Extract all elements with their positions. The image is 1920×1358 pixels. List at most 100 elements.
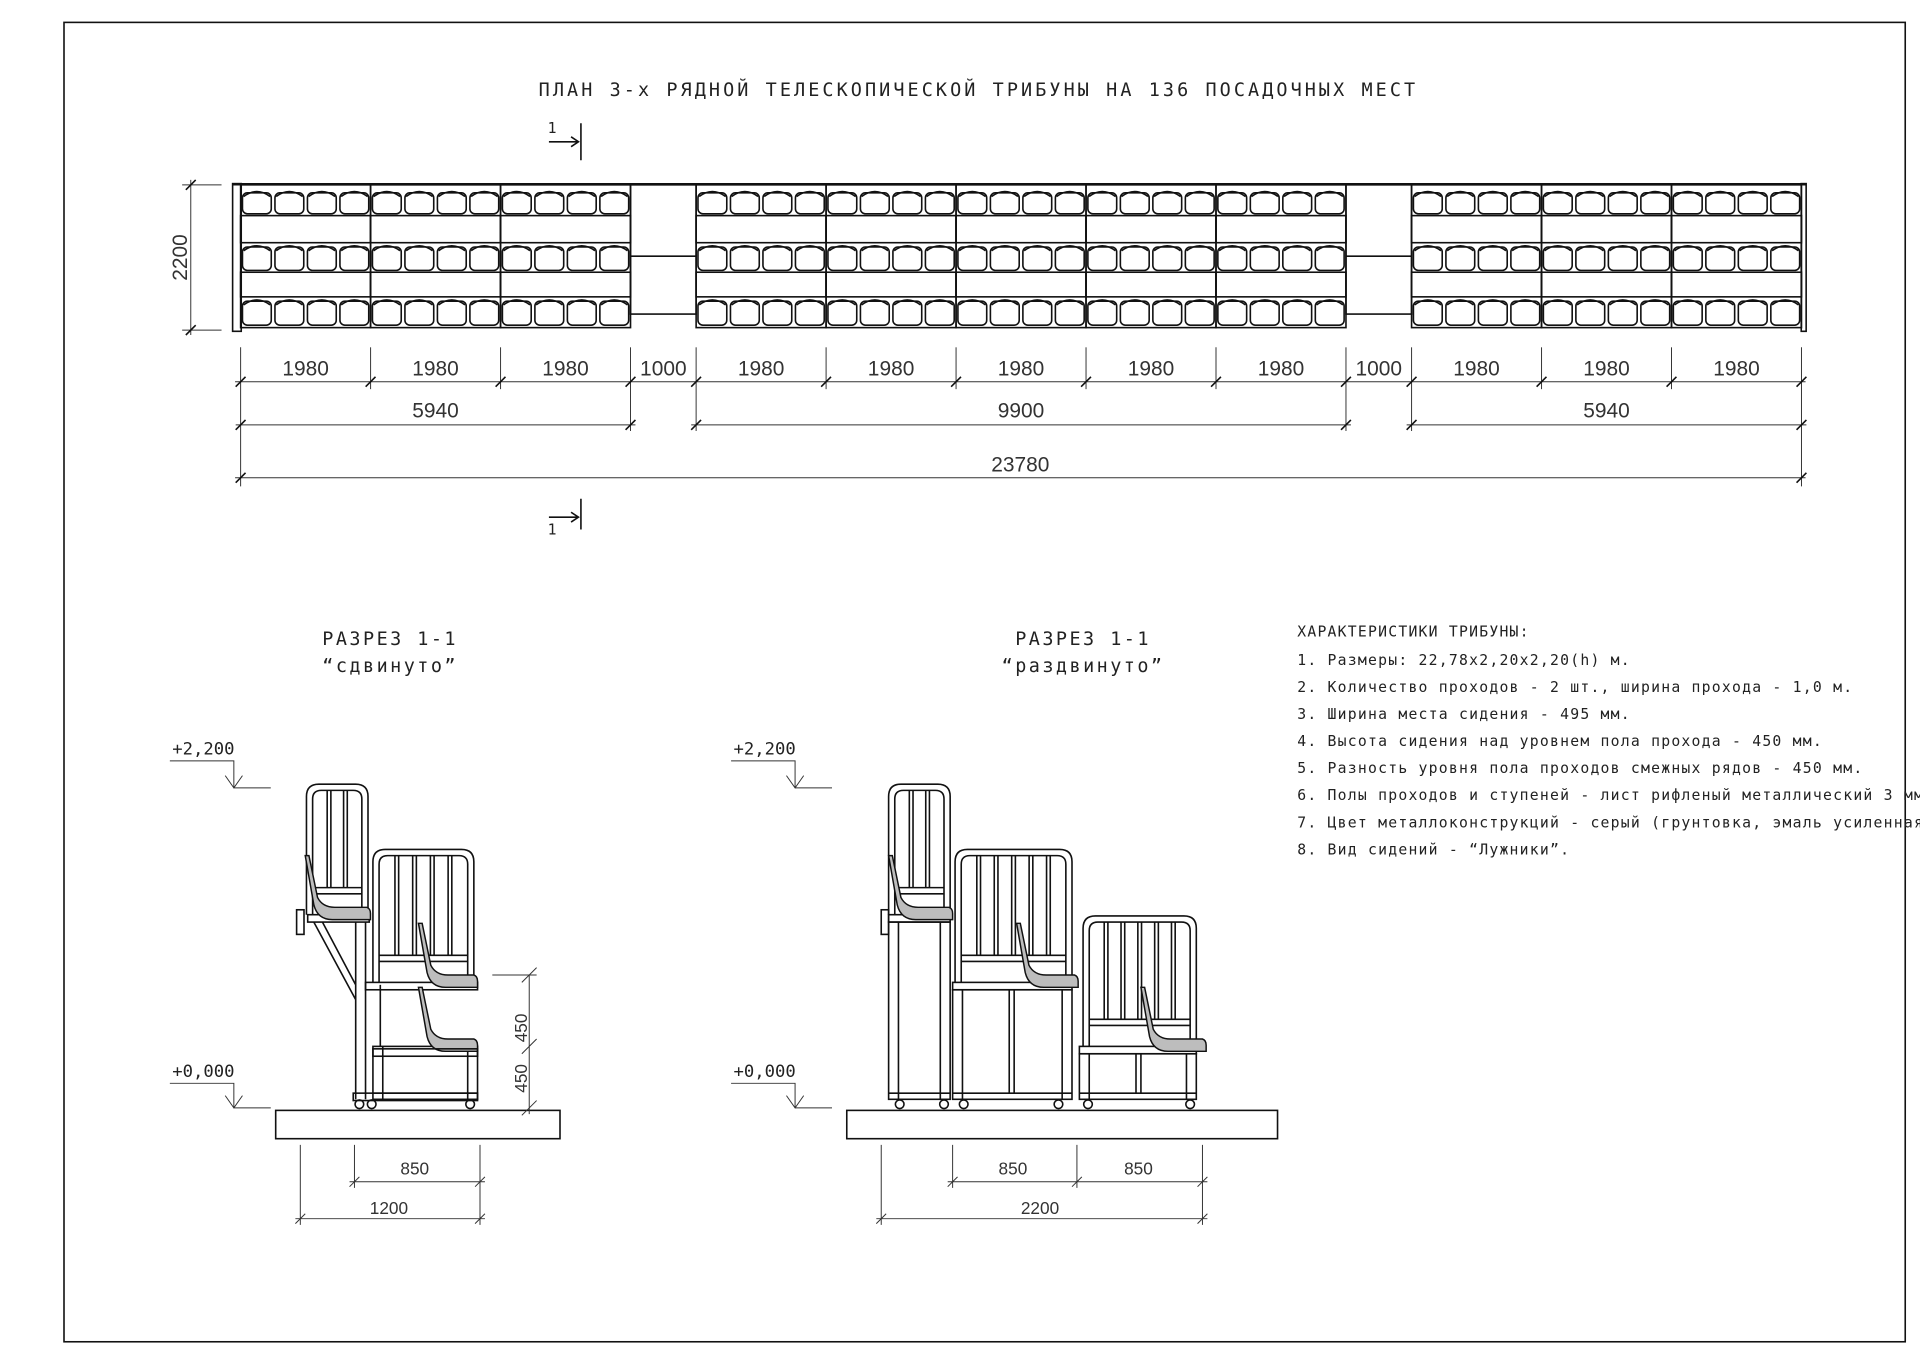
seat (469, 300, 500, 326)
dim-module: 1980 (1713, 358, 1760, 381)
seat (762, 246, 793, 272)
seat (1607, 246, 1638, 272)
seat-shell (417, 986, 479, 1053)
seat (1217, 246, 1248, 272)
dim-group: 5940 (1583, 399, 1630, 422)
seat (241, 300, 273, 326)
seat (1152, 246, 1183, 272)
seat (697, 192, 728, 215)
seat (1445, 300, 1476, 326)
walkway (695, 271, 827, 298)
frame-box (951, 988, 1073, 1101)
seat (957, 246, 988, 272)
seat (501, 246, 533, 272)
seat (1217, 192, 1248, 215)
backrest-frame (305, 783, 369, 915)
svg-text:2200: 2200 (1021, 1198, 1059, 1218)
characteristic-item: 1. Размеры: 22,78х2,20х2,20(h) м. (1297, 652, 1631, 669)
seat (1477, 246, 1508, 272)
seat (1152, 192, 1183, 215)
seat (1607, 300, 1638, 326)
seat (436, 300, 468, 326)
dim-module: 1980 (1258, 358, 1305, 381)
seat (794, 192, 826, 215)
plan-view (231, 182, 1807, 333)
svg-text:450: 450 (511, 1014, 531, 1043)
svg-text:450: 450 (511, 1064, 531, 1093)
seat-shell (417, 922, 479, 989)
dim-1200: 1200 (370, 1198, 408, 1218)
dim-total: 23780 (991, 454, 1049, 477)
section-right-subtitle: “раздвинуто” (1002, 656, 1165, 677)
dim-module: 1980 (868, 358, 915, 381)
seating-module (1670, 184, 1803, 329)
walkway (1085, 271, 1217, 298)
seat (1770, 246, 1801, 272)
walkway (1540, 271, 1673, 298)
seat (989, 192, 1021, 215)
seat (1087, 246, 1118, 272)
seat (1282, 246, 1313, 272)
seat (1217, 300, 1248, 326)
aisle (629, 184, 697, 315)
characteristic-item: 4. Высота сидения над уровнем пола прохо… (1297, 733, 1823, 750)
seat (306, 300, 338, 326)
seat (1607, 192, 1638, 215)
section-right-title: РАЗРЕЗ 1-1 (1015, 629, 1151, 650)
aisle (1345, 184, 1413, 315)
seat (436, 192, 468, 215)
walkway (499, 214, 632, 244)
section-collapsed: РАЗРЕЗ 1-1 “сдвинуто” +2,200 +0,000 450 … (169, 629, 561, 1225)
svg-text:1: 1 (548, 120, 557, 137)
seat (1672, 246, 1703, 272)
wheel (938, 1099, 950, 1110)
walkway (955, 271, 1087, 298)
characteristic-item: 8. Вид сидений - “Лужники”. (1297, 841, 1570, 858)
characteristic-item: 6. Полы проходов и ступеней - лист рифле… (1297, 787, 1920, 804)
seat (892, 192, 923, 215)
seat (404, 246, 435, 272)
seat (501, 192, 533, 215)
svg-text:850: 850 (999, 1158, 1028, 1178)
seat (1705, 300, 1736, 326)
wheel (1082, 1099, 1094, 1110)
seating-module (825, 184, 957, 329)
wheel (465, 1099, 476, 1110)
section-extended: РАЗРЕЗ 1-1 “раздвинуто” +2,200 +0,000 85… (731, 629, 1279, 1225)
seat (599, 192, 630, 215)
seat (1445, 246, 1476, 272)
seat (371, 300, 403, 326)
seat (957, 300, 988, 326)
seat (1542, 192, 1573, 215)
seat (1249, 300, 1280, 326)
seat (729, 300, 761, 326)
seat (892, 300, 923, 326)
seat (1119, 192, 1150, 215)
seat (339, 246, 370, 272)
dim-module: 1980 (542, 358, 589, 381)
seat (1575, 300, 1606, 326)
dim-module: 1980 (282, 358, 329, 381)
backrest-frame (1082, 915, 1198, 1047)
seat (566, 192, 597, 215)
seat-shell (1140, 986, 1207, 1053)
seat (859, 192, 891, 215)
walkway (239, 271, 372, 298)
walkway (1410, 214, 1543, 244)
seat (274, 300, 305, 326)
seat (1152, 300, 1183, 326)
seat (339, 300, 370, 326)
frame-box (372, 1045, 479, 1101)
backrest-frame (887, 783, 951, 915)
dim-module: 1980 (998, 358, 1045, 381)
seat (1640, 192, 1671, 215)
seat (566, 300, 597, 326)
seat (697, 300, 728, 326)
seat (1510, 246, 1541, 272)
walkway (955, 214, 1087, 244)
seat (794, 300, 826, 326)
seat (274, 192, 305, 215)
section-marker-top: 1 (548, 120, 582, 161)
